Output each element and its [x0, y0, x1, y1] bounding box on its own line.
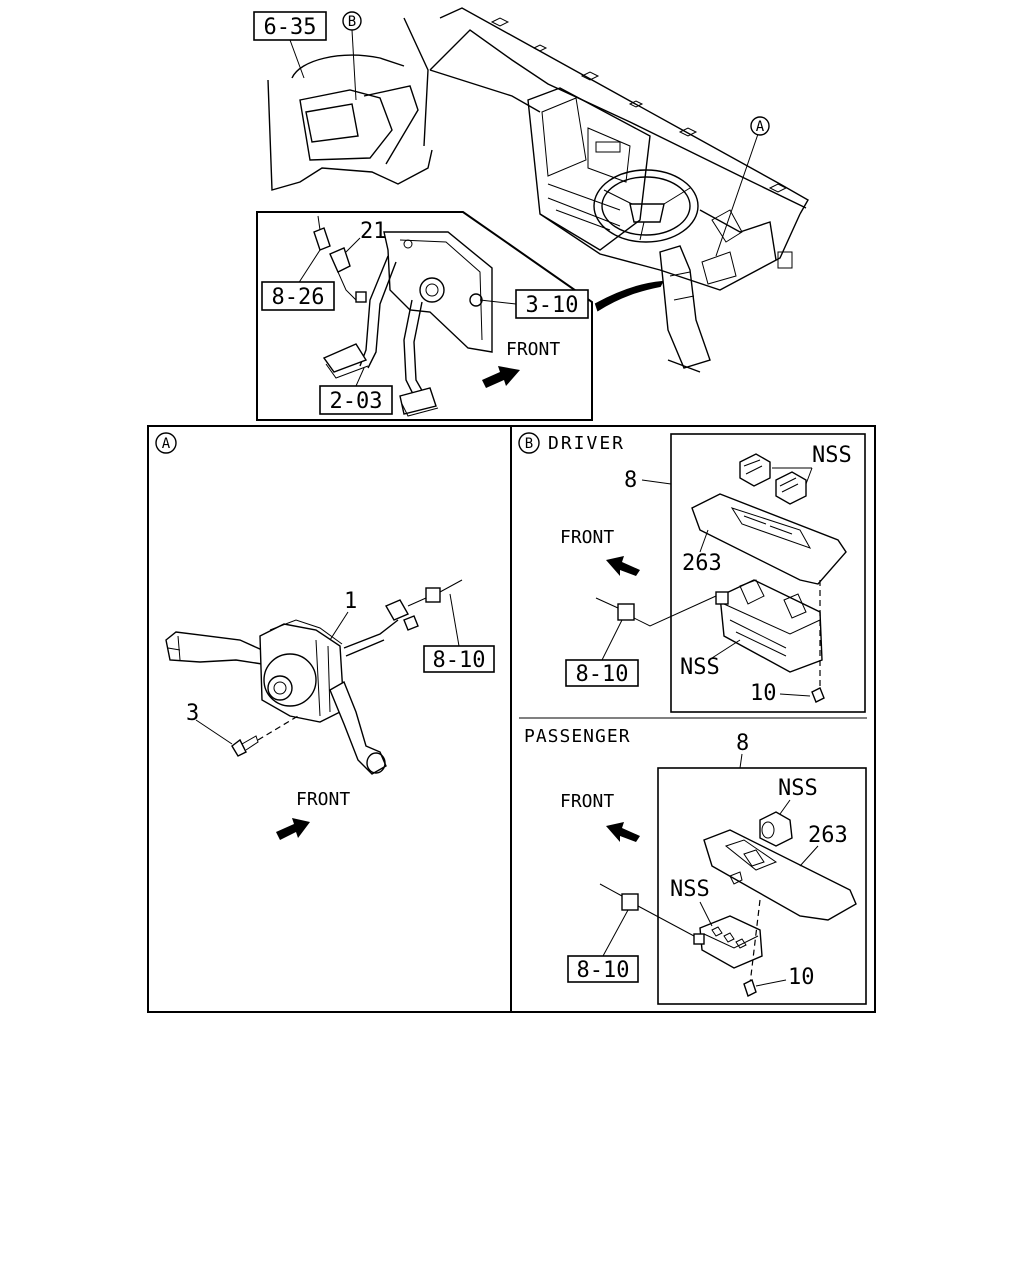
detail-b-driver: B DRIVER 8 NSS 263 NSS 10 — [518, 432, 866, 713]
ref-2-03: 2-03 — [330, 389, 383, 414]
passenger-label: PASSENGER — [524, 726, 631, 747]
callout-a-top: A — [756, 119, 765, 135]
nss-driver-bottom: NSS — [680, 655, 720, 680]
ref-3-10: 3-10 — [526, 293, 579, 318]
detail-pointer-arrow — [594, 280, 664, 312]
num-263-passenger: 263 — [808, 823, 848, 848]
front-arrow-a — [276, 818, 310, 840]
front-arrow-pedal — [482, 366, 520, 388]
front-label-a: FRONT — [296, 789, 350, 810]
detail-a-combination-switch: A 1 3 8-10 FRONT — [155, 432, 495, 840]
pedal-inset: 21 8-26 3-10 FRONT 2-03 — [256, 211, 593, 421]
num-1: 1 — [344, 589, 357, 614]
front-label-driver: FRONT — [560, 527, 614, 548]
num-21: 21 — [360, 219, 387, 244]
num-8-passenger: 8 — [736, 731, 749, 756]
driver-label: DRIVER — [548, 433, 625, 454]
ref-8-10-passenger: 8-10 — [577, 958, 630, 983]
front-arrow-passenger — [606, 822, 640, 842]
nss-passenger-bottom: NSS — [670, 877, 710, 902]
section-b-callout: B — [525, 436, 533, 452]
nss-driver-top: NSS — [812, 443, 852, 468]
detail-b-passenger: PASSENGER 8 NSS 263 NSS 10 8-10 — [524, 726, 867, 1005]
ref-6-35: 6-35 — [264, 15, 317, 40]
nss-passenger-top: NSS — [778, 776, 818, 801]
num-263-driver: 263 — [682, 551, 722, 576]
ref-8-10-a: 8-10 — [433, 648, 486, 673]
num-8-driver: 8 — [624, 468, 637, 493]
front-label-passenger: FRONT — [560, 791, 614, 812]
num-10-passenger: 10 — [788, 965, 815, 990]
ref-8-10-driver: 8-10 — [576, 662, 629, 687]
front-label-pedal: FRONT — [506, 339, 560, 360]
dashboard-overview: A B 6-35 — [253, 7, 809, 373]
ref-8-26: 8-26 — [272, 285, 325, 310]
front-arrow-driver — [606, 556, 640, 576]
num-10-driver: 10 — [750, 681, 777, 706]
num-3: 3 — [186, 701, 199, 726]
section-a-callout: A — [162, 436, 171, 452]
callout-b-top: B — [348, 14, 356, 30]
